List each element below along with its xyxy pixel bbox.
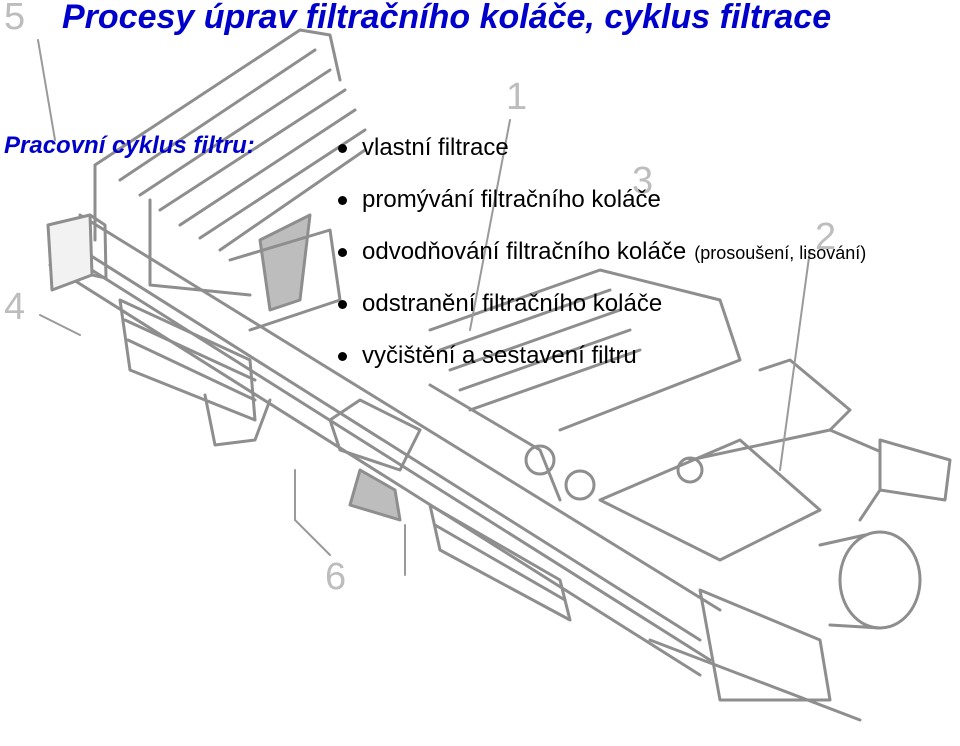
callout-5: 5	[4, 0, 26, 38]
cycle-step: odvodňování filtračního koláče (prosoušen…	[336, 238, 866, 290]
cycle-step: promývání filtračního koláče	[336, 186, 866, 238]
lower-left-plate-pack	[118, 228, 342, 447]
callout-6: 6	[325, 556, 347, 598]
cycle-step-text: odvodňování filtračního koláče	[362, 238, 687, 265]
callout-4: 4	[4, 286, 26, 328]
cycle-step-text: vlastní filtrace	[362, 134, 509, 161]
cycle-step-note: (prosoušení, lisování)	[694, 243, 867, 263]
cycle-step: vlastní filtrace	[336, 134, 866, 186]
cycle-step-text: odstranění filtračního koláče	[362, 290, 663, 317]
callout-1: 1	[506, 76, 528, 118]
upper-plate-pack	[93, 28, 367, 312]
side-rail	[48, 213, 722, 677]
bullet-icon	[338, 248, 347, 257]
callout-3: 3	[632, 160, 654, 202]
middle-plate-pack	[348, 268, 742, 522]
hydraulic-cylinder	[598, 358, 952, 722]
page-title: Procesy úprav filtračního koláče, cyklus…	[62, 0, 832, 36]
cycle-step-text: promývání filtračního koláče	[362, 186, 661, 213]
cycle-step-text: vyčištění a sestavení filtru	[362, 342, 637, 369]
head-block	[46, 213, 108, 292]
cycle-steps-list: vlastní filtrace promývání filtračního k…	[336, 134, 866, 394]
cycle-step: vyčištění a sestavení filtru	[336, 342, 866, 394]
bullet-icon	[338, 144, 347, 153]
cycle-label: Pracovní cyklus filtru:	[4, 132, 255, 159]
cycle-step: odstranění filtračního koláče	[336, 290, 866, 342]
callout-2: 2	[815, 216, 837, 258]
bullet-icon	[338, 196, 347, 205]
leader-lines	[37, 39, 811, 576]
bullet-icon	[338, 352, 347, 361]
lower-plate-pack	[328, 398, 572, 622]
bullet-icon	[338, 300, 347, 309]
